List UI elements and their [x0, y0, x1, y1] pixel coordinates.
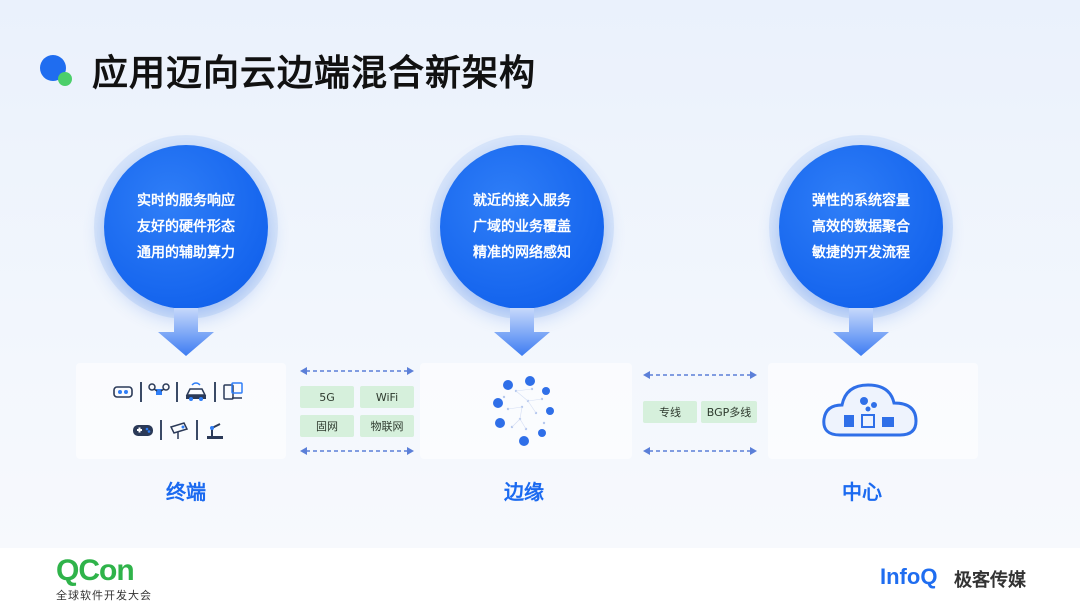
qcon-subtitle: 全球软件开发大会 [56, 589, 152, 602]
edge-node-network-icon [493, 376, 554, 446]
divider [160, 420, 162, 440]
bidirectional-arrow-icon [643, 447, 757, 455]
divider [196, 420, 198, 440]
tag-dedicated-line: 专线 [643, 401, 697, 423]
label-center: 中心 [842, 480, 882, 504]
feature-line: 高效的数据聚合 [812, 219, 910, 235]
device-icons-row-2 [132, 419, 226, 441]
feature-line: 就近的接入服务 [473, 193, 571, 209]
down-arrow-icon [494, 308, 550, 356]
label-terminal: 终端 [166, 480, 206, 504]
terminal-devices-panel [76, 363, 286, 459]
feature-line: 通用的辅助算力 [137, 245, 235, 261]
center-cloud-panel [768, 363, 978, 459]
tag-iot: 物联网 [360, 415, 414, 437]
footer [0, 548, 1080, 609]
feature-line: 精准的网络感知 [473, 245, 571, 261]
devices-icon [223, 382, 243, 400]
down-arrow-icon [158, 308, 214, 356]
bidirectional-arrow-icon [300, 367, 414, 375]
geek-media-logo: 极客传媒 [954, 570, 1026, 591]
divider [140, 382, 142, 402]
feature-line: 敏捷的开发流程 [812, 245, 910, 261]
cloud-datacenter-icon [822, 383, 918, 437]
feature-circle-edge: 就近的接入服务 广域的业务覆盖 精准的网络感知 [440, 145, 604, 309]
device-icons-row-1 [112, 381, 244, 403]
edge-network-panel [420, 363, 632, 459]
tag-wifi: WiFi [360, 386, 414, 408]
down-arrow-icon [833, 308, 889, 356]
bidirectional-arrow-icon [300, 447, 414, 455]
feature-circle-terminal: 实时的服务响应 友好的硬件形态 通用的辅助算力 [104, 145, 268, 309]
feature-line: 弹性的系统容量 [812, 193, 910, 209]
divider [176, 382, 178, 402]
title-bullet-green [58, 72, 72, 86]
divider [214, 382, 216, 402]
tag-bgp: BGP多线 [701, 401, 757, 423]
vr-headset-icon [113, 386, 133, 398]
feature-line: 友好的硬件形态 [137, 219, 235, 235]
gamepad-icon [133, 425, 153, 436]
security-camera-icon [169, 422, 189, 439]
feature-line: 广域的业务覆盖 [473, 219, 571, 235]
bidirectional-arrow-icon [643, 371, 757, 379]
tag-5g: 5G [300, 386, 354, 408]
qcon-logo: QCon [56, 554, 135, 587]
drone-icon [148, 383, 170, 395]
tag-fixed-network: 固网 [300, 415, 354, 437]
slide-title: 应用迈向云边端混合新架构 [92, 53, 537, 94]
infoq-logo: InfoQ [880, 564, 938, 589]
label-edge: 边缘 [504, 480, 544, 504]
connected-car-icon [185, 382, 207, 401]
feature-line: 实时的服务响应 [137, 193, 235, 209]
robot-arm-icon [207, 423, 223, 439]
feature-circle-center: 弹性的系统容量 高效的数据聚合 敏捷的开发流程 [779, 145, 943, 309]
